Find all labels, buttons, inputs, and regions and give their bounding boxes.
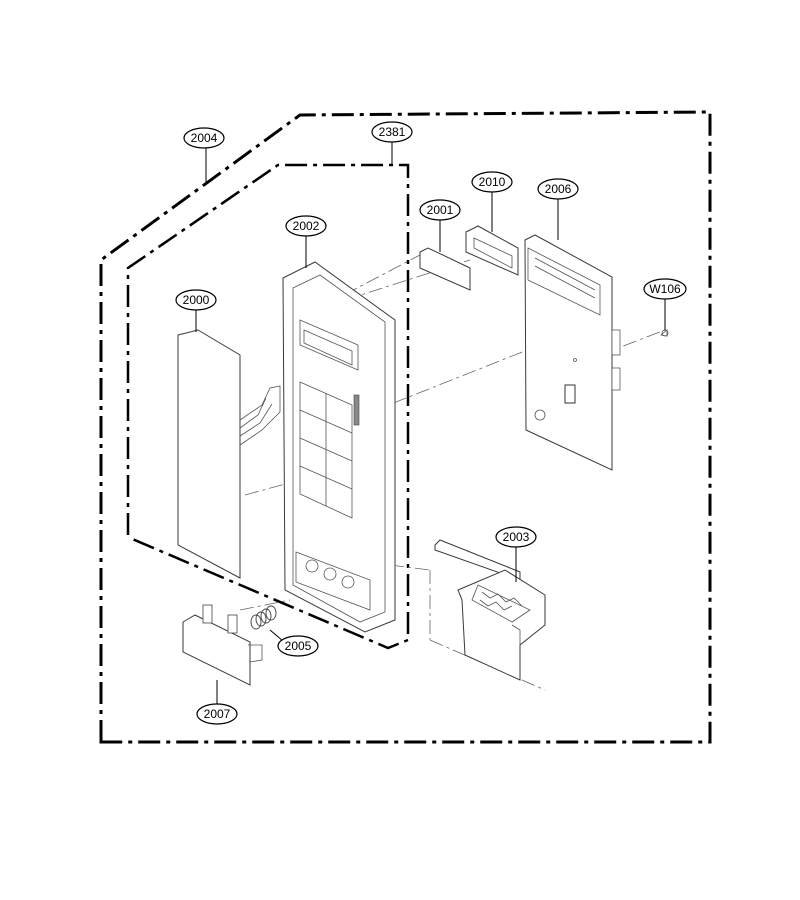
part-label-2007: 2007	[196, 703, 238, 725]
svg-text:2004: 2004	[191, 131, 218, 145]
svg-text:2001: 2001	[427, 203, 454, 217]
spring-part	[250, 605, 277, 630]
switch-bracket-part	[434, 539, 546, 681]
outer-assembly-boundary	[99, 110, 712, 744]
part-label-w106: W106	[643, 278, 687, 300]
push-button-part	[182, 604, 263, 686]
part-label-2003: 2003	[495, 526, 537, 548]
circuit-board-part	[524, 234, 621, 471]
svg-text:2381: 2381	[379, 125, 406, 139]
svg-text:2007: 2007	[204, 707, 231, 721]
svg-text:2010: 2010	[479, 175, 506, 189]
inner-assembly-boundary	[126, 163, 410, 650]
svg-text:2003: 2003	[503, 530, 530, 544]
membrane-sheet-part	[177, 329, 281, 579]
part-label-2005: 2005	[277, 635, 319, 657]
screw-part	[660, 329, 669, 337]
part-label-2006: 2006	[537, 178, 579, 200]
part-label-2001: 2001	[419, 199, 461, 221]
keypad-grid	[299, 381, 353, 519]
svg-text:2006: 2006	[545, 182, 572, 196]
window-frame-part	[465, 225, 519, 276]
window-sheet-part	[419, 247, 471, 291]
svg-text:W106: W106	[649, 282, 681, 296]
leader-lines	[195, 142, 666, 705]
part-label-2381: 2381	[371, 121, 413, 143]
svg-text:2005: 2005	[285, 639, 312, 653]
part-label-2000: 2000	[175, 289, 217, 311]
svg-text:2002: 2002	[293, 219, 320, 233]
part-label-2004: 2004	[183, 127, 225, 149]
part-label-2002: 2002	[285, 215, 327, 237]
part-label-2010: 2010	[471, 171, 513, 193]
svg-text:2000: 2000	[183, 293, 210, 307]
control-panel-part	[282, 261, 396, 633]
